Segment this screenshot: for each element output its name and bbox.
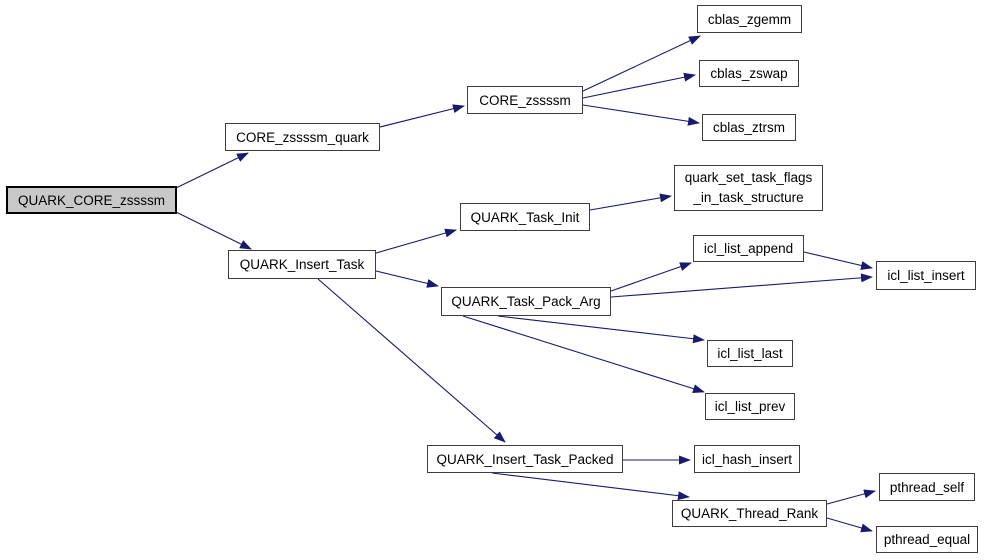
edge-QUARK_Thread_Rank-pthread_equal	[826, 517, 873, 533]
node-label: icl_list_last	[717, 346, 783, 361]
node-QUARK_CORE_zssssm: QUARK_CORE_zssssm	[6, 186, 177, 214]
edge-CORE_zssssm_quark-CORE_zssssm	[379, 104, 465, 128]
edge-QUARK_Insert_Task-QUARK_Insert_Task_Packed	[317, 278, 506, 443]
edge-QUARK_Task_Pack_Arg-icl_list_insert	[610, 273, 873, 298]
edge-QUARK_Task_Init-quark_set_task_flags	[589, 193, 672, 211]
node-label: QUARK_CORE_zssssm	[17, 192, 166, 208]
node-label: QUARK_Thread_Rank	[680, 506, 819, 521]
edge-QUARK_Task_Pack_Arg-icl_list_last	[497, 315, 705, 344]
edge-QUARK_Insert_Task-QUARK_Task_Pack_Arg	[375, 270, 439, 288]
edge-QUARK_CORE_zssssm-CORE_zssssm_quark	[175, 152, 249, 189]
node-QUARK_Insert_Task[interactable]: QUARK_Insert_Task	[228, 250, 376, 279]
node-icl_list_last[interactable]: icl_list_last	[707, 340, 793, 367]
node-QUARK_Thread_Rank[interactable]: QUARK_Thread_Rank	[672, 500, 827, 527]
node-icl_hash_insert[interactable]: icl_hash_insert	[694, 445, 800, 473]
node-label: cblas_zgemm	[707, 11, 792, 27]
node-label: icl_list_append	[703, 241, 794, 256]
node-icl_list_append[interactable]: icl_list_append	[693, 235, 804, 262]
edge-QUARK_Task_Pack_Arg-icl_list_append	[610, 262, 692, 292]
edge-CORE_zssssm-cblas_ztrsm	[582, 104, 700, 126]
node-label: QUARK_Insert_Task	[239, 257, 365, 272]
edge-QUARK_Insert_Task_Packed-QUARK_Thread_Rank	[491, 472, 690, 501]
edge-QUARK_Task_Pack_Arg-icl_list_prev	[462, 315, 705, 393]
node-label: icl_list_prev	[714, 399, 786, 414]
node-label: CORE_zssssm	[479, 92, 571, 108]
node-QUARK_Insert_Task_Packed[interactable]: QUARK_Insert_Task_Packed	[427, 445, 623, 473]
node-pthread_self[interactable]: pthread_self	[879, 473, 975, 501]
node-label: icl_hash_insert	[701, 451, 793, 467]
node-label: pthread_equal	[883, 532, 971, 547]
node-label: icl_list_insert	[887, 268, 965, 283]
node-cblas_ztrsm[interactable]: cblas_ztrsm	[702, 114, 796, 141]
node-label: CORE_zssssm_quark	[236, 129, 369, 145]
node-QUARK_Task_Init[interactable]: QUARK_Task_Init	[460, 203, 590, 231]
node-label: cblas_ztrsm	[712, 120, 785, 135]
edge-CORE_zssssm-cblas_zswap	[582, 72, 696, 99]
node-quark_set_task_flags_in_task_structure[interactable]: quark_set_task_flags _in_task_structure	[674, 165, 823, 211]
node-label: pthread_self	[889, 479, 965, 495]
node-label: QUARK_Task_Pack_Arg	[451, 294, 601, 309]
node-CORE_zssssm[interactable]: CORE_zssssm	[467, 86, 583, 114]
node-icl_list_prev[interactable]: icl_list_prev	[705, 393, 795, 420]
node-label: QUARK_Task_Init	[470, 209, 580, 225]
node-icl_list_insert[interactable]: icl_list_insert	[876, 261, 976, 290]
edge-QUARK_Insert_Task-QUARK_Task_Init	[375, 228, 457, 254]
node-QUARK_Task_Pack_Arg[interactable]: QUARK_Task_Pack_Arg	[441, 287, 611, 316]
edge-CORE_zssssm-cblas_zgemm	[582, 35, 701, 92]
node-label: QUARK_Insert_Task_Packed	[436, 451, 614, 467]
edge-QUARK_Thread_Rank-pthread_self	[826, 489, 876, 505]
node-label-line1: quark_set_task_flags	[684, 170, 813, 186]
node-cblas_zswap[interactable]: cblas_zswap	[699, 60, 799, 87]
node-pthread_equal[interactable]: pthread_equal	[876, 526, 978, 553]
node-label: cblas_zswap	[710, 66, 788, 81]
node-CORE_zssssm_quark[interactable]: CORE_zssssm_quark	[225, 123, 380, 151]
edge-QUARK_CORE_zssssm-QUARK_Insert_Task	[175, 211, 252, 250]
edge-icl_list_append-icl_list_insert	[803, 251, 873, 270]
node-cblas_zgemm[interactable]: cblas_zgemm	[697, 5, 802, 33]
node-label-line2: _in_task_structure	[693, 190, 804, 205]
